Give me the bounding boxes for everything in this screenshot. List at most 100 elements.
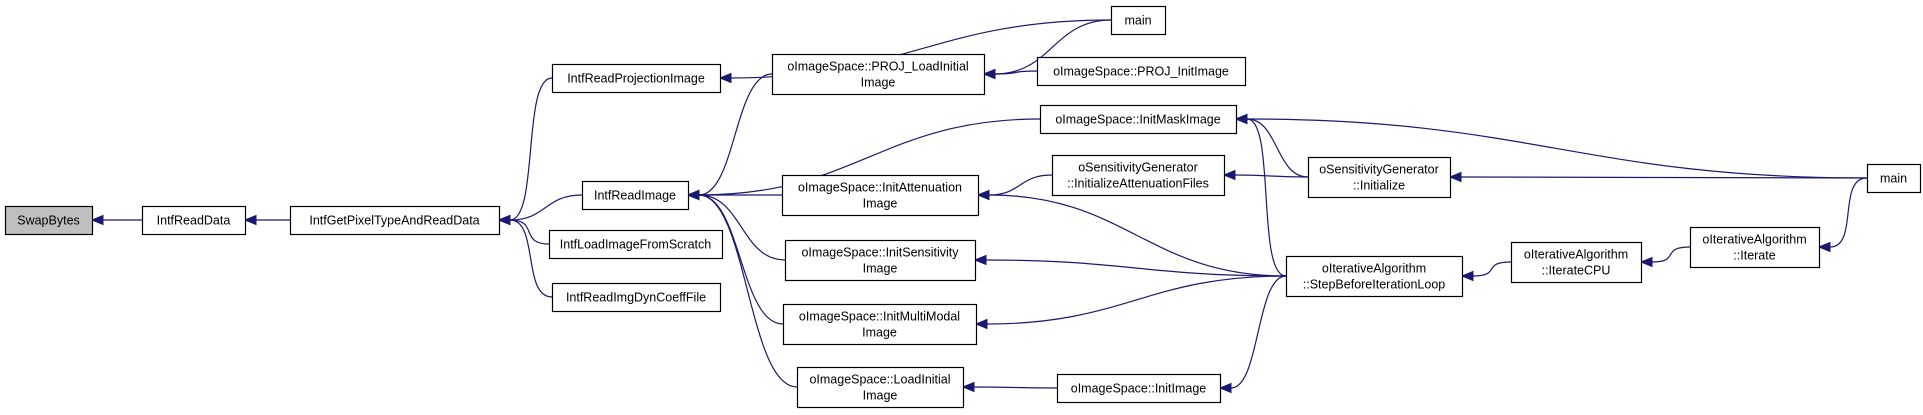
node-label-line: IntfReadImage: [594, 189, 676, 203]
node-box: [782, 303, 978, 346]
arrowhead: [1817, 241, 1831, 253]
edge-stepbefore-to-initimage: [1218, 275, 1287, 394]
node-box: [1110, 5, 1167, 36]
node-label-line: oImageSpace::LoadInitial: [809, 373, 950, 387]
arrowhead: [1218, 382, 1232, 394]
node-box: [289, 205, 501, 236]
edge-line: [994, 19, 1112, 75]
node-label-line: Image: [861, 76, 896, 90]
arrowhead: [90, 214, 104, 226]
edge-proj-initimage-to-proj-loadinitial: [982, 68, 1038, 80]
node-sensgen-init[interactable]: oSensitivityGenerator::Initialize: [1307, 156, 1452, 199]
arrowhead: [686, 189, 700, 201]
node-label-line: main: [1124, 14, 1151, 28]
node-initattfiles[interactable]: oSensitivityGenerator::InitializeAttenua…: [1051, 154, 1226, 197]
edge-line: [985, 259, 1287, 277]
edge-line: [1246, 118, 1309, 178]
node-box: [1056, 373, 1222, 404]
arrowhead: [982, 68, 996, 80]
edge-line: [1234, 174, 1309, 178]
node-label-line: SwapBytes: [17, 214, 80, 228]
edge-line: [1829, 177, 1868, 248]
edge-line: [1651, 246, 1691, 263]
edge-line: [1230, 275, 1287, 389]
node-iterate[interactable]: oIterativeAlgorithm::Iterate: [1689, 226, 1821, 269]
edge-line: [698, 194, 798, 388]
node-label-line: ::Iterate: [1733, 249, 1775, 263]
node-main-right[interactable]: main: [1866, 163, 1922, 194]
node-box: [551, 63, 722, 94]
node-stepbefore[interactable]: oIterativeAlgorithm::StepBeforeIteration…: [1285, 255, 1464, 298]
node-box: [784, 239, 977, 282]
edge-intfgetpixeltype-to-intfreaddata: [243, 214, 290, 226]
node-intfgetpixeltype[interactable]: IntfGetPixelTypeAndReadData: [289, 205, 501, 236]
arrowhead: [974, 318, 988, 330]
edge-loadinitial-to-intfreadimage: [686, 189, 798, 388]
arrowhead: [718, 72, 732, 84]
edge-stepbefore-to-initattenuation: [976, 189, 1287, 277]
node-box: [1051, 154, 1226, 197]
edge-iteratecpu-to-stepbefore: [1460, 261, 1512, 282]
edge-line: [1460, 176, 1868, 179]
node-label-line: ::IterateCPU: [1542, 264, 1611, 278]
node-proj-initimage[interactable]: oImageSpace::PROJ_InitImage: [1036, 56, 1247, 87]
node-box: [1036, 56, 1247, 87]
node-label-line: oImageSpace::InitSensitivity: [801, 246, 959, 260]
node-initimage[interactable]: oImageSpace::InitImage: [1056, 373, 1222, 404]
edge-sensgen-init-to-initattfiles: [1222, 169, 1309, 181]
node-main-top[interactable]: main: [1110, 5, 1167, 36]
edge-iterate-to-iteratecpu: [1639, 246, 1691, 268]
edge-line: [698, 73, 773, 196]
edge-line: [698, 194, 786, 261]
node-label-line: Image: [863, 262, 898, 276]
node-box: [141, 205, 247, 236]
node-label-line: oImageSpace::InitAttenuation: [798, 181, 962, 195]
edges-layer: [90, 19, 1868, 394]
arrowhead: [1234, 113, 1248, 125]
edge-line: [509, 219, 553, 298]
node-label-line: oIterativeAlgorithm: [1702, 233, 1806, 247]
arrowhead: [497, 214, 511, 226]
edge-stepbefore-to-initsensitivity: [973, 254, 1287, 277]
node-intfloadimagefromscratch[interactable]: IntfLoadImageFromScratch: [548, 229, 724, 260]
edge-initimage-to-loadinitial: [961, 381, 1058, 393]
node-box: [781, 174, 980, 217]
edge-line: [509, 77, 553, 221]
edge-stepbefore-to-initmaskimage: [1234, 113, 1287, 277]
node-label-line: ::StepBeforeIterationLoop: [1303, 278, 1446, 292]
node-box: [771, 53, 986, 96]
node-label-line: ::InitializeAttenuationFiles: [1067, 177, 1209, 191]
edge-line: [1246, 118, 1868, 179]
node-initmaskimage[interactable]: oImageSpace::InitMaskImage: [1039, 104, 1238, 135]
node-box: [581, 180, 690, 211]
node-box: [1866, 163, 1922, 194]
node-iteratecpu[interactable]: oIterativeAlgorithm::IterateCPU: [1510, 241, 1643, 284]
node-label-line: oIterativeAlgorithm: [1322, 262, 1426, 276]
edge-intfreaddata-to-swapbytes: [90, 214, 142, 226]
edge-line: [1246, 118, 1287, 277]
node-label-line: IntfGetPixelTypeAndReadData: [309, 214, 479, 228]
node-intfreadimage[interactable]: IntfReadImage: [581, 180, 690, 211]
node-label-line: oImageSpace::PROJ_InitImage: [1053, 65, 1229, 79]
node-intfreadimgdyncoefffile[interactable]: IntfReadImgDynCoeffFile: [551, 282, 722, 313]
node-intfreadprojectionimage[interactable]: IntfReadProjectionImage: [551, 63, 722, 94]
edge-main-right-to-iterate: [1817, 177, 1868, 253]
node-swapbytes[interactable]: SwapBytes: [4, 205, 94, 236]
node-label-line: IntfLoadImageFromScratch: [560, 238, 712, 252]
node-label-line: oSensitivityGenerator: [1319, 163, 1439, 177]
edge-line: [509, 194, 583, 221]
node-label-line: IntfReadData: [157, 214, 231, 228]
node-box: [548, 229, 724, 260]
node-label-line: ::Initialize: [1353, 179, 1405, 193]
node-intfreaddata[interactable]: IntfReadData: [141, 205, 247, 236]
node-label-line: oImageSpace::InitMaskImage: [1055, 113, 1220, 127]
node-box: [1689, 226, 1821, 269]
node-box: [1039, 104, 1238, 135]
